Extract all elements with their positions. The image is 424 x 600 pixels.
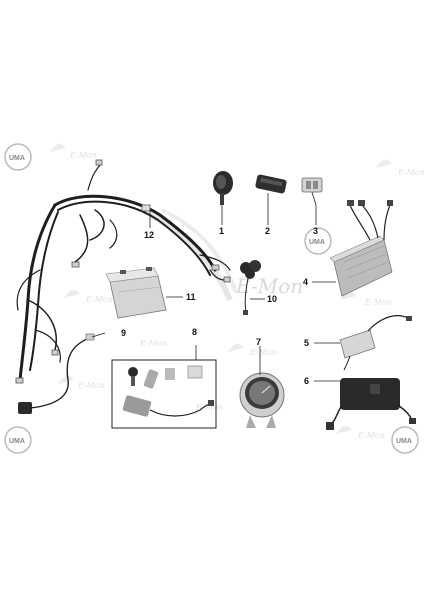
- watermark-brand: E-Mon: [69, 151, 97, 160]
- sensor-connector: [240, 260, 261, 315]
- switch-connector: [301, 177, 323, 206]
- watermark-brand: E-Mon: [85, 295, 113, 304]
- speedometer: [239, 372, 285, 428]
- uma-logo: UMA: [391, 426, 419, 454]
- ignition-lock-set: [111, 359, 217, 429]
- svg-text:UMA: UMA: [309, 239, 325, 246]
- callout-3: 3: [313, 226, 318, 236]
- callout-8: 8: [192, 327, 197, 337]
- svg-text:UMA: UMA: [396, 438, 412, 445]
- uma-logo: UMA: [4, 426, 32, 454]
- watermark-brand: E-Mon: [139, 339, 167, 348]
- callout-5: 5: [304, 338, 309, 348]
- dc-converter: [339, 315, 412, 371]
- watermark-brand: E-Mon: [397, 168, 424, 177]
- callout-labels: 1 2 3 4 5 6 7 8 9 10 11 12: [121, 226, 318, 386]
- leader-lines: [91, 193, 340, 382]
- svg-text:UMA: UMA: [9, 438, 25, 445]
- callout-7: 7: [256, 337, 261, 347]
- motor-controller: [329, 200, 393, 297]
- watermark-brand: E-Mon: [364, 298, 392, 307]
- svg-text:UMA: UMA: [9, 155, 25, 162]
- watermark-brand: E-Mon: [357, 431, 385, 440]
- callout-12: 12: [144, 230, 154, 240]
- battery: [105, 267, 167, 319]
- callout-1: 1: [219, 226, 224, 236]
- watermark-brand: E-Mon: [77, 381, 105, 390]
- callout-6: 6: [304, 376, 309, 386]
- watermark-brand: E-Mon: [195, 403, 223, 412]
- callout-10: 10: [267, 294, 277, 304]
- uma-logo: UMA: [4, 143, 32, 171]
- wiring-harness: [15, 159, 231, 384]
- relay-unit: [255, 174, 287, 194]
- watermark-brand: E-Mon: [249, 348, 277, 357]
- battery-charger: [326, 378, 416, 430]
- brake-switch: [18, 333, 95, 414]
- callout-9: 9: [121, 328, 126, 338]
- callout-11: 11: [186, 292, 196, 302]
- callout-2: 2: [265, 226, 270, 236]
- uma-logo: UMA: [304, 227, 332, 255]
- callout-4: 4: [303, 277, 308, 287]
- horn: [213, 171, 233, 205]
- watermark-layer: E-Mon E-Mon E-Mon E-Mon E-Mon E-Mon E-Mo…: [4, 143, 424, 454]
